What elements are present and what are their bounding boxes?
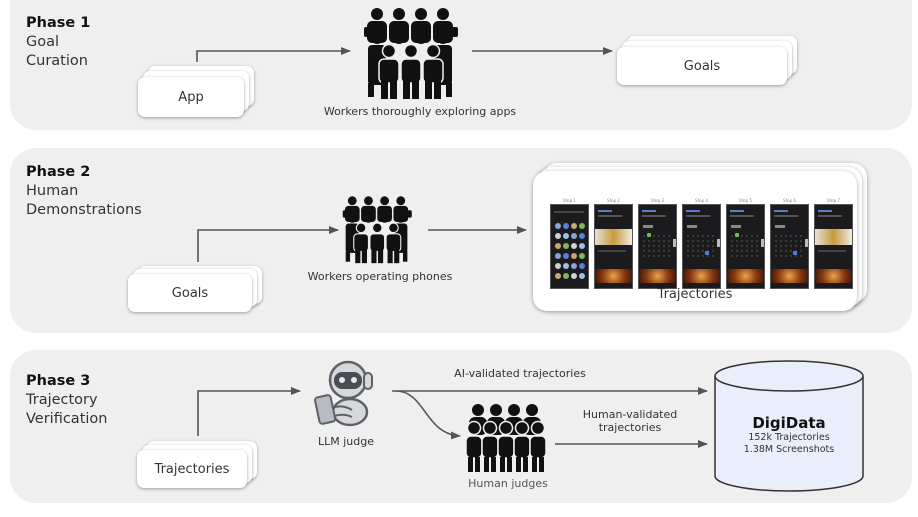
goals-stack-phase-1: Goals bbox=[617, 36, 799, 88]
robot-llm-judge-icon bbox=[314, 360, 373, 427]
digidata-title: DigiData bbox=[752, 414, 826, 432]
trajectory-step: Step 6 bbox=[770, 198, 809, 297]
digidata-trajectories-count: 152k Trajectories bbox=[748, 432, 830, 443]
trajectory-step-label: Step 2 bbox=[607, 198, 620, 203]
trajectory-step-label: Step 6 bbox=[783, 198, 796, 203]
trajectory-step: Step 1 bbox=[550, 198, 589, 297]
trajectory-step: Step 2 bbox=[594, 198, 633, 297]
phone-screenshot bbox=[550, 204, 589, 289]
phone-screenshot bbox=[682, 204, 721, 289]
phone-screenshot bbox=[638, 204, 677, 289]
goals-stack-label-2: Goals bbox=[128, 274, 252, 312]
trajectory-step-label: Step 1 bbox=[563, 198, 576, 203]
phase-1-label: Phase 1 bbox=[26, 15, 91, 31]
human-validated-line-2: trajectories bbox=[598, 421, 662, 434]
goals-stack-phase-2: Goals bbox=[128, 266, 264, 312]
phase-3-label: Phase 3 bbox=[26, 373, 91, 389]
trajectories-stack: Step 1 Step 2 Step 3 Step 4 Step 5 Step 6 Step… bbox=[533, 163, 869, 311]
digidata-summary: DigiData 152k Trajectories 1.38M Screens… bbox=[715, 414, 863, 456]
ai-validated-label: AI-validated trajectories bbox=[454, 367, 586, 380]
phase-2-workers-caption: Workers operating phones bbox=[307, 270, 453, 283]
trajectory-screens: Step 1 Step 2 Step 3 Step 4 Step 5 Step 6 Step… bbox=[550, 198, 853, 297]
trajectories-card: Step 1 Step 2 Step 3 Step 4 Step 5 Step 6 Step… bbox=[533, 171, 857, 311]
phase-3-name-line-1: Trajectory bbox=[26, 392, 98, 408]
phase-2-name-line-2: Demonstrations bbox=[26, 202, 142, 218]
human-validated-line-1: Human-validated bbox=[582, 408, 678, 421]
phase-2-title: Phase 2 Human Demonstrations bbox=[26, 163, 142, 220]
phone-screenshot bbox=[594, 204, 633, 289]
phase-1-workers-caption: Workers thoroughly exploring apps bbox=[323, 105, 517, 118]
app-stack-label: App bbox=[138, 77, 244, 117]
workers-group-icon bbox=[364, 8, 458, 99]
app-stack: App bbox=[138, 66, 256, 118]
trajectories-label: Trajectories bbox=[657, 287, 733, 302]
digidata-database-icon bbox=[714, 360, 864, 492]
goals-stack-label: Goals bbox=[617, 47, 787, 85]
llm-judge-caption: LLM judge bbox=[317, 435, 374, 448]
trajectories-input-stack: Trajectories bbox=[137, 441, 259, 489]
trajectory-step: Step 4 bbox=[682, 198, 721, 297]
trajectories-input-label: Trajectories bbox=[137, 450, 247, 488]
human-judges-icon bbox=[466, 404, 547, 472]
trajectory-step: Step 7 bbox=[814, 198, 853, 297]
trajectory-step: Step 5 bbox=[726, 198, 765, 297]
phone-screenshot bbox=[770, 204, 809, 289]
phase-3-name-line-2: Verification bbox=[26, 411, 108, 427]
phase-1-name-line-2: Curation bbox=[26, 53, 88, 69]
workers-phones-icon bbox=[342, 196, 412, 264]
trajectory-step-label: Step 4 bbox=[695, 198, 708, 203]
phase-2-label: Phase 2 bbox=[26, 164, 91, 180]
digidata-screenshots-count: 1.38M Screenshots bbox=[743, 444, 835, 455]
phase-2-name-line-1: Human bbox=[26, 183, 79, 199]
trajectory-step-label: Step 5 bbox=[739, 198, 752, 203]
phone-screenshot bbox=[814, 204, 853, 289]
phase-1-name-line-1: Goal bbox=[26, 34, 60, 50]
human-validated-label: Human-validated trajectories bbox=[560, 408, 700, 434]
phase-1-title: Phase 1 Goal Curation bbox=[26, 14, 90, 71]
trajectory-step: Step 3 bbox=[638, 198, 677, 297]
trajectory-step-label: Step 3 bbox=[651, 198, 664, 203]
phase-3-title: Phase 3 Trajectory Verification bbox=[26, 372, 107, 429]
phone-screenshot bbox=[726, 204, 765, 289]
human-judges-caption: Human judges bbox=[468, 477, 548, 490]
trajectory-step-label: Step 7 bbox=[827, 198, 840, 203]
